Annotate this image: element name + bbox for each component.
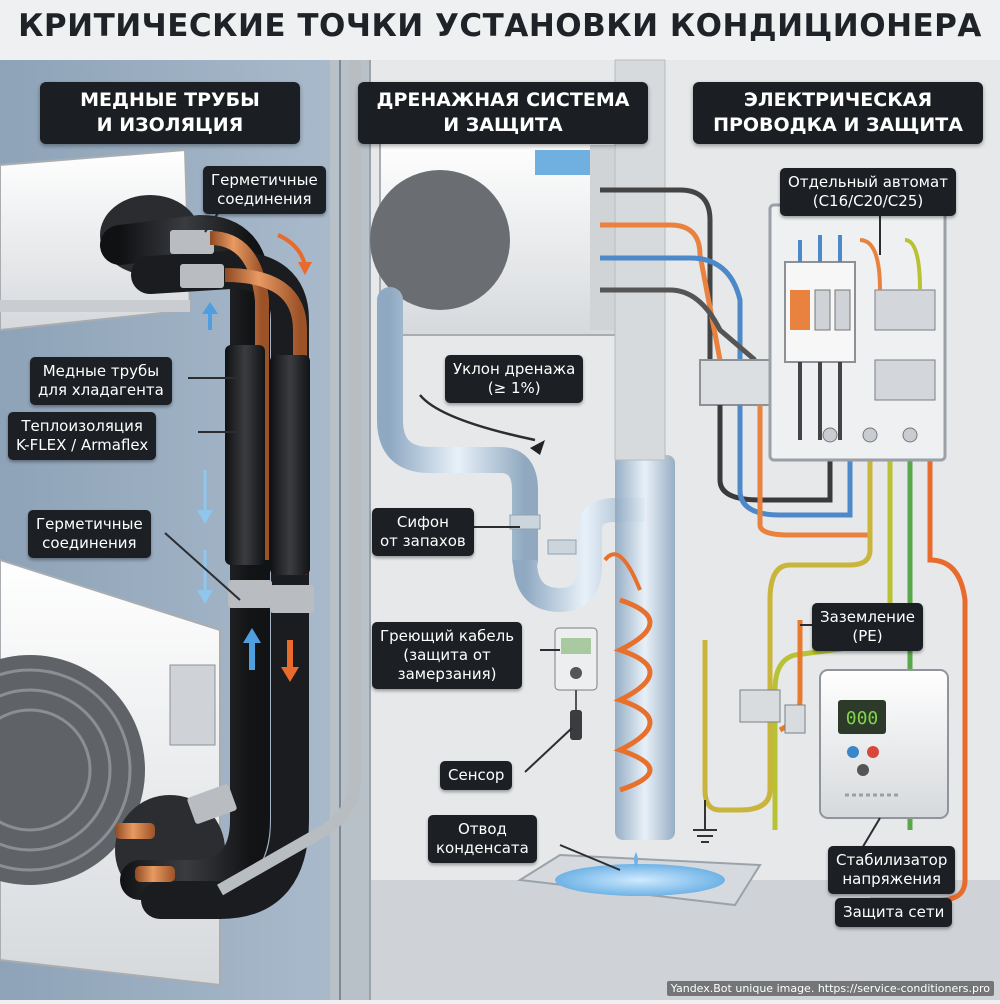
- label-siphon: Сифон от запахов: [372, 508, 474, 556]
- heating-controller: [554, 627, 598, 740]
- leader-lines: [164, 212, 881, 871]
- label-grounding: Заземление (PE): [812, 603, 923, 651]
- label-network-protection: Защита сети: [835, 898, 953, 927]
- footer-watermark: Yandex.Bot unique image. https://service…: [666, 981, 994, 996]
- label-drain-slope: Уклон дренажа (≥ 1%): [445, 355, 584, 403]
- electrical-box: [768, 203, 947, 462]
- label-sealed-joints-top: Герметичные соединения: [203, 166, 326, 214]
- voltage-stabilizer: [819, 669, 949, 819]
- label-heating-cable: Греющий кабель (защита от замерзания): [372, 622, 523, 689]
- section-header-drainage: ДРЕНАЖНАЯ СИСТЕМА И ЗАЩИТА: [358, 82, 648, 144]
- terminal-block: [739, 689, 781, 723]
- label-condensate: Отвод конденсата: [428, 815, 537, 863]
- label-sealed-joints-bottom: Герметичные соединения: [28, 510, 151, 558]
- label-sensor: Сенсор: [440, 761, 513, 790]
- section-header-copper: МЕДНЫЕ ТРУБЫ И ИЗОЛЯЦИЯ: [40, 82, 300, 144]
- label-copper-pipes: Медные трубы для хладагента: [30, 357, 172, 405]
- flow-arrows: [197, 233, 312, 682]
- outdoor-unit-middle: [370, 139, 625, 336]
- terminal-block: [784, 704, 806, 734]
- label-breaker: Отдельный автомат (C16/C20/C25): [780, 168, 956, 216]
- condensate-tray: [517, 852, 762, 907]
- stabilizer-display-text: 000: [846, 708, 879, 729]
- copper-pipes: [115, 231, 310, 882]
- drain-pipe: [377, 287, 675, 840]
- label-insulation: Теплоизоляция K-FLEX / Armaflex: [8, 412, 157, 460]
- label-stabilizer: Стабилизатор напряжения: [828, 846, 956, 894]
- section-header-electric: ЭЛЕКТРИЧЕСКАЯ ПРОВОДКА И ЗАЩИТА: [693, 82, 983, 144]
- page-title: КРИТИЧЕСКИЕ ТОЧКИ УСТАНОВКИ КОНДИЦИОНЕРА: [18, 8, 982, 44]
- ground-symbol: [693, 800, 717, 843]
- outdoor-unit-left: [0, 558, 225, 987]
